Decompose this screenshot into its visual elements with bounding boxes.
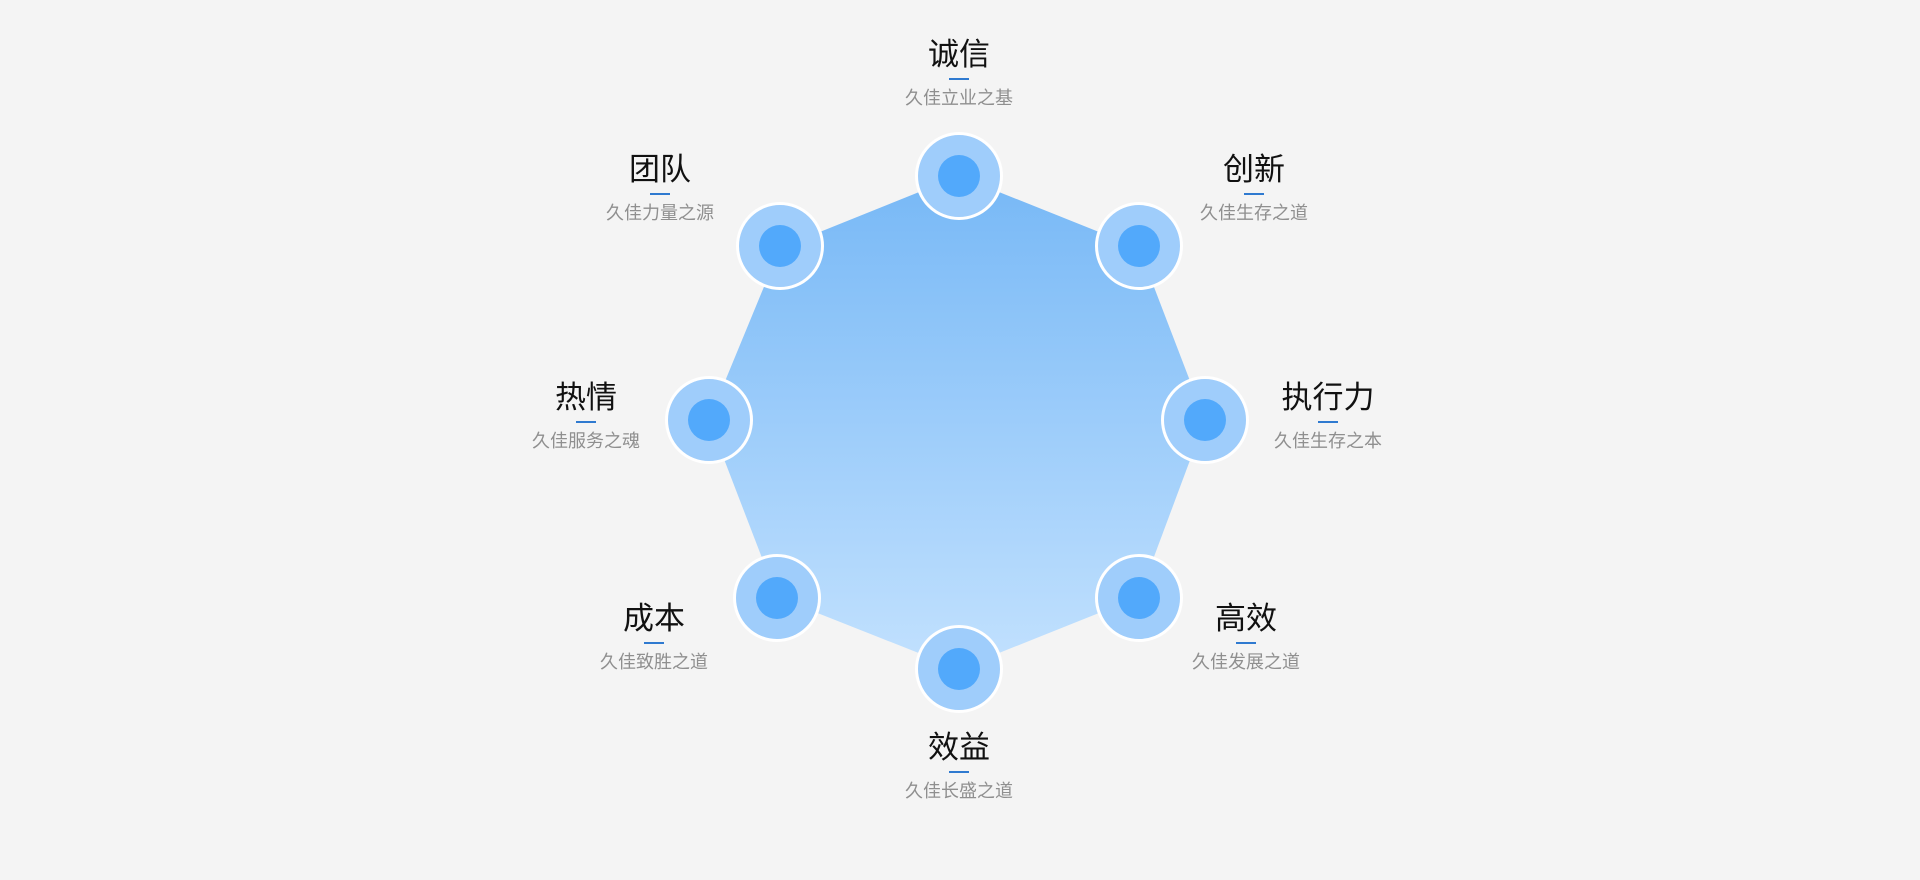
node-dot <box>759 225 801 267</box>
label-zhixingli: 执行力 久佳生存之本 <box>1218 379 1438 453</box>
node-dot <box>756 577 798 619</box>
node-dot <box>1118 577 1160 619</box>
accent-bar <box>576 421 596 423</box>
label-reqing: 热情 久佳服务之魂 <box>476 379 696 453</box>
value-title: 执行力 <box>1281 380 1375 416</box>
accent-bar <box>949 771 969 773</box>
node-tuandui <box>736 202 824 290</box>
node-reqing <box>665 376 753 464</box>
value-title: 热情 <box>555 380 617 416</box>
label-chengxin: 诚信 久佳立业之基 <box>849 36 1069 110</box>
value-subtitle: 久佳致胜之道 <box>600 652 708 673</box>
node-gaoxiao <box>1095 554 1183 642</box>
node-xiaoyi <box>915 625 1003 713</box>
value-subtitle: 久佳服务之魂 <box>532 431 640 452</box>
node-chengben <box>733 554 821 642</box>
node-chuangxin <box>1095 202 1183 290</box>
node-dot <box>1184 399 1226 441</box>
accent-bar <box>949 78 969 80</box>
value-title: 创新 <box>1223 152 1285 188</box>
value-subtitle: 久佳力量之源 <box>606 203 714 224</box>
value-title: 成本 <box>623 601 685 637</box>
value-subtitle: 久佳生存之本 <box>1274 431 1382 452</box>
value-title: 高效 <box>1215 601 1277 637</box>
accent-bar <box>1244 193 1264 195</box>
label-chengben: 成本 久佳致胜之道 <box>544 600 764 674</box>
node-dot <box>938 648 980 690</box>
label-tuandui: 团队 久佳力量之源 <box>550 151 770 225</box>
value-title: 诚信 <box>928 37 990 73</box>
node-zhixingli <box>1161 376 1249 464</box>
node-chengxin <box>915 132 1003 220</box>
octagon-shape <box>709 176 1205 669</box>
value-title: 效益 <box>928 730 990 766</box>
accent-bar <box>1318 421 1338 423</box>
value-subtitle: 久佳长盛之道 <box>905 781 1013 802</box>
label-xiaoyi: 效益 久佳长盛之道 <box>849 729 1069 803</box>
value-subtitle: 久佳立业之基 <box>905 88 1013 109</box>
label-chuangxin: 创新 久佳生存之道 <box>1144 151 1364 225</box>
node-dot <box>1118 225 1160 267</box>
value-title: 团队 <box>629 152 691 188</box>
node-dot <box>688 399 730 441</box>
label-gaoxiao: 高效 久佳发展之道 <box>1136 600 1356 674</box>
node-dot <box>938 155 980 197</box>
accent-bar <box>1236 642 1256 644</box>
value-subtitle: 久佳发展之道 <box>1192 652 1300 673</box>
accent-bar <box>650 193 670 195</box>
value-subtitle: 久佳生存之道 <box>1200 203 1308 224</box>
accent-bar <box>644 642 664 644</box>
